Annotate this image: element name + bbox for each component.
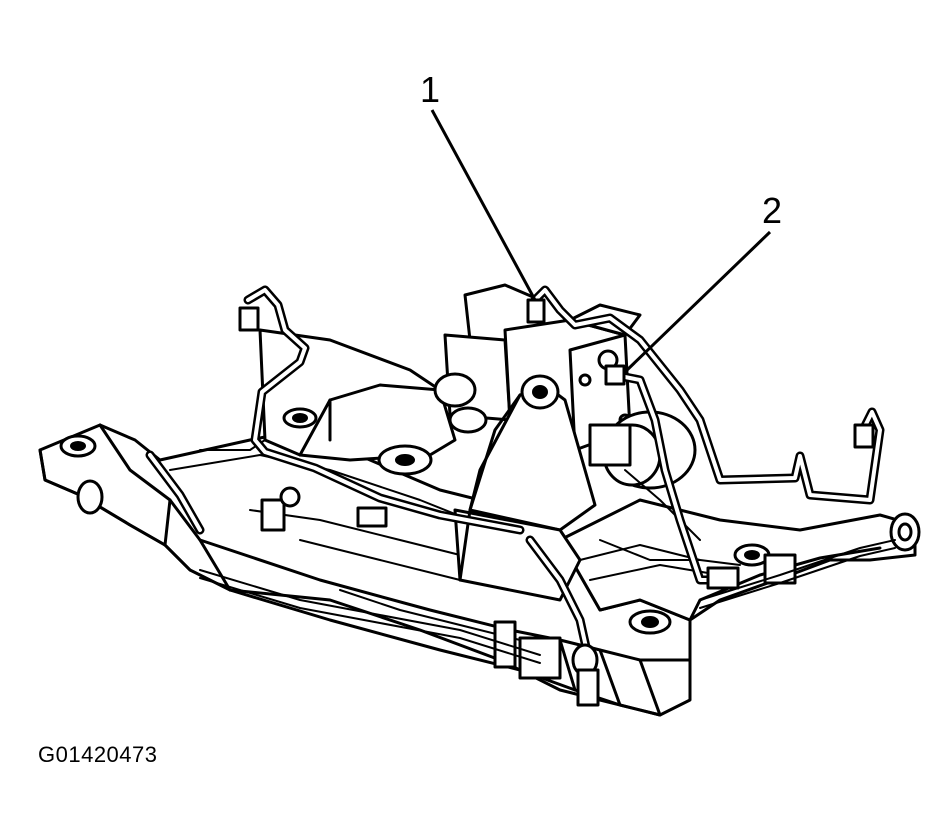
callout-1-leader bbox=[430, 109, 537, 301]
frame-right-section bbox=[558, 498, 921, 622]
callout-1-label: 1 bbox=[420, 69, 441, 110]
callout-2-leader bbox=[623, 230, 772, 374]
frame-cradle bbox=[38, 423, 692, 717]
lower-rod bbox=[199, 539, 896, 664]
brake-pipes bbox=[145, 285, 885, 707]
figure-id: G01420473 bbox=[38, 742, 158, 767]
callout-2-label: 2 bbox=[762, 190, 783, 231]
